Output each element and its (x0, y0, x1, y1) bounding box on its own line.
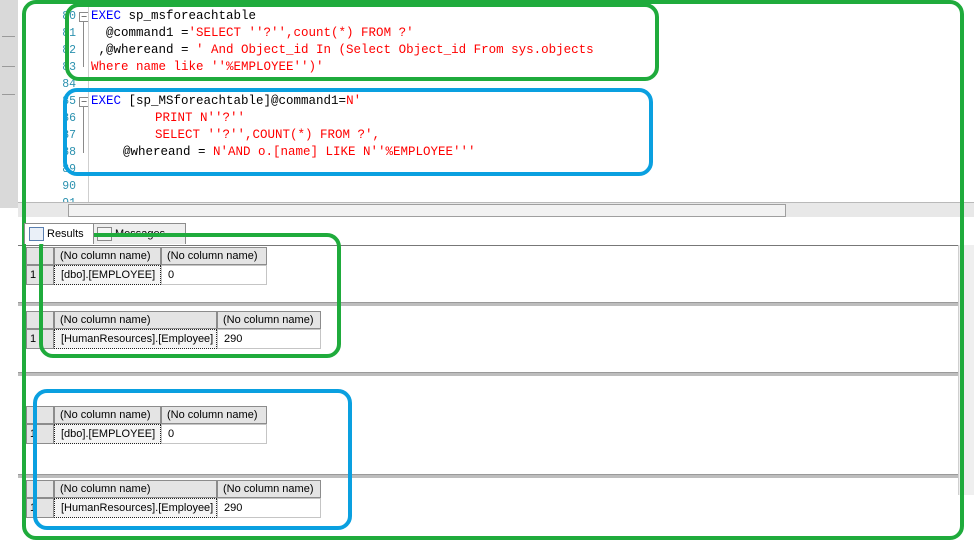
string-literal: Where name like ''%EMPLOYEE'')' (91, 60, 324, 74)
strip-tick (2, 66, 15, 67)
column-header[interactable]: (No column name) (54, 311, 217, 329)
grid-cell[interactable]: 290 (217, 498, 321, 518)
keyword: EXEC (91, 9, 122, 23)
code-text: @whereand = (123, 145, 214, 159)
code-text: [sp_MSforeachtable]@command1= (121, 94, 347, 108)
scrollbar-thumb[interactable] (68, 204, 786, 217)
annotation-results2-blue (33, 389, 352, 530)
column-header[interactable]: (No column name) (161, 406, 267, 424)
column-header[interactable]: (No column name) (54, 480, 217, 498)
annotation-query2-blue (63, 88, 653, 176)
strip-tick (2, 94, 15, 95)
change-bar (88, 0, 89, 202)
grid-splitter[interactable] (18, 302, 974, 306)
annotation-results1-green (39, 233, 341, 358)
column-header[interactable]: (No column name) (54, 247, 161, 265)
column-header[interactable]: (No column name) (217, 480, 321, 498)
editor-left-strip (0, 0, 19, 208)
grid-cell[interactable]: 290 (217, 329, 321, 349)
keyword: EXEC (91, 94, 122, 108)
code-text: ,@whereand = (91, 43, 197, 57)
code-line-82[interactable]: ,@whereand = ' And Object_id In (Select … (91, 42, 594, 59)
strip-tick (2, 36, 15, 37)
grid-cell[interactable]: [HumanResources].[Employee] (54, 498, 217, 518)
fold-guide (83, 107, 84, 153)
grid-splitter[interactable] (18, 474, 974, 478)
string-literal: N'AND o.[name] LIKE N''%EMPLOYEE''' (213, 145, 476, 159)
string-literal: ' And Object_id In (Select Object_id Fro… (196, 43, 594, 57)
code-line-88[interactable]: @whereand = N'AND o.[name] LIKE N''%EMPL… (123, 144, 476, 161)
code-line-87[interactable]: SELECT ''?'',COUNT(*) FROM ?', (155, 127, 380, 144)
string-literal: PRINT N''?'' (155, 111, 246, 125)
code-line-83[interactable]: Where name like ''%EMPLOYEE'')' (91, 59, 324, 76)
column-header[interactable]: (No column name) (217, 311, 321, 329)
code-text: sp_msforeachtable (121, 9, 257, 23)
grid-cell[interactable]: 0 (161, 265, 267, 285)
code-text: @command1 = (91, 26, 189, 40)
code-line-81[interactable]: @command1 ='SELECT ''?'',count(*) FROM ?… (91, 25, 414, 42)
column-header[interactable]: (No column name) (54, 406, 161, 424)
annotation-query1-green (65, 3, 659, 81)
code-line-80[interactable]: EXEC sp_msforeachtable (91, 8, 256, 25)
fold-guide (83, 22, 84, 67)
string-literal: 'SELECT ''?'',count(*) FROM ?' (188, 26, 414, 40)
string-literal: N' (346, 94, 362, 108)
code-line-86[interactable]: PRINT N''?'' (155, 110, 245, 127)
line-number: 84 (62, 78, 76, 91)
grid-splitter[interactable] (18, 372, 974, 376)
tab-label: Results (47, 228, 84, 240)
grid-cell[interactable]: 0 (161, 424, 267, 444)
tab-results[interactable]: Results (24, 223, 94, 244)
column-header[interactable]: (No column name) (161, 247, 267, 265)
annotation-outer-green (22, 0, 964, 540)
editor-horizontal-scrollbar[interactable] (18, 202, 974, 217)
grid-cell[interactable]: [HumanResources].[Employee] (54, 329, 217, 349)
code-line-85[interactable]: EXEC [sp_MSforeachtable]@command1=N' (91, 93, 361, 110)
line-number: 90 (62, 180, 76, 193)
grid-cell[interactable]: [dbo].[EMPLOYEE] (54, 265, 161, 285)
results-tab-bar: Results Messages (18, 217, 974, 246)
grid-cell[interactable]: [dbo].[EMPLOYEE] (54, 424, 161, 444)
grid-icon (29, 227, 44, 241)
string-literal: SELECT ''?'',COUNT(*) FROM ?', (155, 128, 381, 142)
